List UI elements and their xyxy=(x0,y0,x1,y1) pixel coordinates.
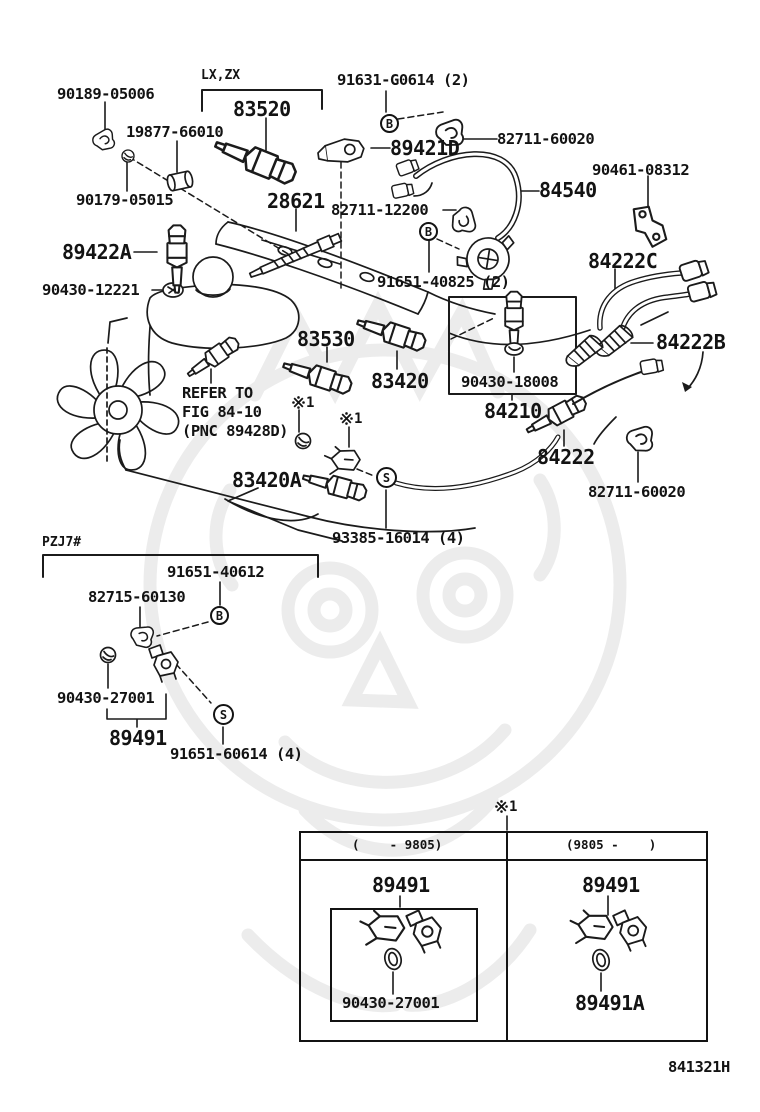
callout-bolt-b: B xyxy=(419,222,438,241)
callout-screw-s: S xyxy=(213,704,234,725)
sender-switch-icon xyxy=(315,135,367,167)
oxygen-sensor-wires xyxy=(597,270,693,333)
callout-bolt-b: B xyxy=(380,114,399,133)
table-header-right: (9805 - ) xyxy=(566,837,657,852)
connector-icon xyxy=(390,181,415,200)
gasket-icon xyxy=(504,342,524,356)
footnote-number: 1 xyxy=(306,395,315,411)
dashed-leader-lines xyxy=(128,111,495,704)
variant-tag-pzj7: PZJ7# xyxy=(42,535,82,550)
part-label-82711-60020-bottom: 82711-60020 xyxy=(588,483,686,501)
table-part-label-89491-left: 89491 xyxy=(372,873,430,897)
table-header-divider xyxy=(299,859,708,861)
part-label-83420: 83420 xyxy=(371,369,429,393)
reference-note-line2: FIG 84-10 xyxy=(182,403,262,421)
leader-lines xyxy=(104,90,654,995)
drawing-code: 841321H xyxy=(668,1058,730,1076)
watermark-graphic xyxy=(143,290,627,1013)
part-label-91651-40825: 91651-40825 (2) xyxy=(377,273,510,291)
part-label-28621: 28621 xyxy=(267,189,325,213)
part-label-90430-12221: 90430-12221 xyxy=(42,281,140,299)
clamp-icon xyxy=(624,424,657,456)
sensor-wire xyxy=(572,371,642,405)
table-part-label-89491-right: 89491 xyxy=(582,873,640,897)
fan-icon xyxy=(56,349,180,471)
part-label-90461-08312: 90461-08312 xyxy=(592,161,690,179)
callout-screw-s: S xyxy=(376,467,397,488)
part-label-91651-60614: 91651-60614 (4) xyxy=(170,745,303,763)
bracket-icon xyxy=(632,205,668,248)
footnote-marker: 1 xyxy=(340,411,362,427)
part-label-82711-60020-top: 82711-60020 xyxy=(497,130,595,148)
thermo-switch-icon xyxy=(299,467,369,504)
connector-icon xyxy=(322,442,363,476)
part-label-83420A: 83420A xyxy=(232,468,302,492)
reference-mark-icon xyxy=(495,800,508,813)
wire-harness-icon xyxy=(413,151,522,241)
part-label-90189-05006: 90189-05006 xyxy=(57,85,155,103)
part-label-89422A: 89422A xyxy=(62,240,132,264)
variant-bracket-pzj7 xyxy=(42,554,319,578)
footnote-marker: 1 xyxy=(292,395,314,411)
footnote-marker: 1 xyxy=(495,799,517,815)
connector-icon xyxy=(686,278,718,304)
long-wire xyxy=(393,434,561,492)
variant-bracket-lx-zx xyxy=(201,89,323,112)
footnote-number: 1 xyxy=(509,799,518,815)
connector-icon xyxy=(677,256,710,283)
table-header-left: ( - 9805) xyxy=(352,837,443,852)
table-part-label-89491A: 89491A xyxy=(575,991,645,1015)
variant-table xyxy=(299,831,708,1042)
table-part-label-90430-27001: 90430-27001 xyxy=(342,994,440,1012)
part-label-84222C: 84222C xyxy=(588,249,658,273)
nut-icon xyxy=(121,149,135,163)
clamp-icon xyxy=(130,626,155,649)
part-label-83520: 83520 xyxy=(233,97,291,121)
variant-tag-lx-zx: LX,ZX xyxy=(201,68,241,83)
part-label-90179-05015: 90179-05015 xyxy=(76,191,174,209)
part-label-82711-12200: 82711-12200 xyxy=(331,201,429,219)
oil-pressure-switch-icon xyxy=(210,132,300,189)
grommet-icon xyxy=(294,432,312,450)
part-label-84540: 84540 xyxy=(539,178,597,202)
reference-note-line3: (PNC 89428D) xyxy=(182,422,288,440)
part-label-84210: 84210 xyxy=(484,399,542,423)
oxygen-sensor-icon xyxy=(560,331,606,371)
part-label-89491: 89491 xyxy=(109,726,167,750)
part-label-90430-18008: 90430-18008 xyxy=(461,373,559,391)
footnote-number: 1 xyxy=(354,411,363,427)
part-label-83530: 83530 xyxy=(297,327,355,351)
reference-mark-icon xyxy=(292,396,305,409)
table-detail-box xyxy=(330,908,478,1022)
part-label-82715-60130: 82715-60130 xyxy=(88,588,186,606)
clip-icon xyxy=(89,126,119,155)
reservoir-tank-icon xyxy=(146,256,300,350)
engine-outline xyxy=(107,221,704,542)
part-label-93385-16014: 93385-16014 (4) xyxy=(332,529,465,547)
connector-icon xyxy=(639,356,665,376)
part-label-91651-40612: 91651-40612 xyxy=(167,563,265,581)
part-label-90430-27001: 90430-27001 xyxy=(57,689,155,707)
part-label-89421D: 89421D xyxy=(390,136,460,160)
callout-bolt-b: B xyxy=(210,606,229,625)
reference-note-line1: REFER TO xyxy=(182,384,253,402)
grommet-icon xyxy=(99,646,117,664)
part-label-84222: 84222 xyxy=(537,445,595,469)
table-column-divider xyxy=(506,831,508,1042)
reference-mark-icon xyxy=(340,412,353,425)
bushing-icon xyxy=(165,169,195,193)
part-label-91631-G0614: 91631-G0614 (2) xyxy=(337,71,470,89)
part-label-84222B: 84222B xyxy=(656,330,726,354)
part-label-19877-66010: 19877-66010 xyxy=(126,123,224,141)
